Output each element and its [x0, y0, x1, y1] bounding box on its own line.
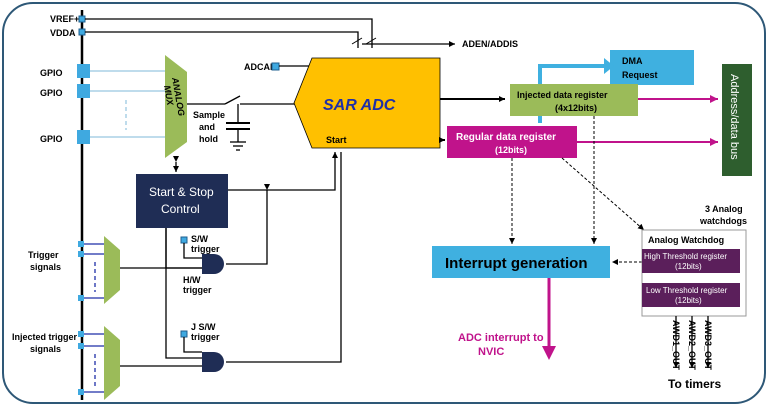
low-threshold-register — [642, 283, 740, 307]
address-bus-label: Address/data bus — [728, 74, 740, 160]
adcal-pad — [271, 62, 280, 71]
jsw-trigger-label-2: trigger — [191, 332, 220, 342]
hw-trigger-label-2: trigger — [183, 285, 212, 295]
sample-label-1: Sample — [193, 110, 225, 120]
trigger-signals-label-2: signals — [30, 262, 61, 272]
start-label: Start — [326, 135, 347, 145]
injected-register-label-1: Injected data register — [517, 90, 608, 100]
high-threshold-register — [642, 249, 740, 273]
sar-adc-label: SAR ADC — [323, 97, 396, 114]
dma-label-2: Request — [622, 70, 658, 80]
sw-trigger-label-1: S/W — [191, 234, 209, 244]
gpio-pad-3 — [77, 130, 90, 144]
trigger-pad-1 — [78, 241, 84, 247]
jsw-trigger-pad — [180, 330, 188, 338]
trigger-mux — [104, 236, 120, 304]
vdda-label: VDDA — [50, 28, 76, 38]
sample-label-3: hold — [199, 134, 218, 144]
injected-trigger-mux — [104, 326, 120, 400]
start-stop-label-1: Start & Stop — [149, 185, 214, 199]
regular-register-label-2: (12bits) — [495, 145, 527, 155]
vref-wire — [85, 18, 373, 48]
trigger-pad-3 — [78, 295, 84, 301]
vdda-wire — [85, 31, 359, 48]
awd1-label: AWD1_OUT — [671, 320, 681, 371]
analog-mux-label-2: MUX — [162, 85, 175, 107]
nvic-arrow-head — [542, 346, 556, 360]
adcal-label: ADCAL — [244, 62, 276, 72]
injected-data-register — [510, 84, 638, 116]
gpio-label-2: GPIO — [40, 88, 63, 98]
jsw-trigger-label-1: J S/W — [191, 322, 216, 332]
injected-register-label-2: (4x12bits) — [555, 103, 597, 113]
dma-request-box — [610, 50, 694, 85]
trigger-pad-2 — [78, 251, 84, 257]
vref-label: VREF+ — [50, 14, 79, 24]
injected-trigger-pad-3 — [78, 389, 84, 395]
regular-to-watchdog — [561, 157, 645, 231]
adc-interrupt-label-2: NVIC — [478, 346, 504, 358]
low-threshold-label-1: Low Threshold register — [646, 286, 728, 295]
interrupt-generation-box — [432, 246, 610, 278]
sample-switch — [224, 95, 241, 105]
aden-label: ADEN/ADDIS — [462, 39, 518, 49]
injected-trigger-pad-2 — [78, 343, 84, 349]
injected-trigger-label-2: signals — [30, 344, 61, 354]
and-gate-2 — [202, 352, 224, 372]
vdda-tick — [351, 37, 363, 45]
sar-adc-block — [293, 57, 441, 149]
vref-tick — [365, 37, 377, 45]
low-threshold-label-2: (12bits) — [675, 296, 702, 305]
high-threshold-label-1: High Threshold register — [644, 252, 727, 261]
gpio-pad-2 — [77, 84, 90, 98]
awd2-label: AWD2_OUT — [687, 320, 697, 371]
vdda-pad — [78, 28, 86, 36]
and-gate-1 — [202, 254, 224, 274]
regular-data-register — [447, 126, 577, 158]
sw-trigger-pad-wire — [183, 243, 202, 259]
dma-label-1: DMA — [622, 56, 643, 66]
start-stop-control — [136, 174, 228, 228]
sw-trigger-pad — [180, 236, 188, 244]
trigger-signals-label-1: Trigger — [28, 250, 59, 260]
gate1-to-control — [226, 184, 270, 265]
injected-trigger-label-1: Injected trigger — [12, 332, 78, 342]
gpio-pad-1 — [77, 64, 90, 78]
analog-mux — [165, 55, 187, 158]
address-data-bus — [722, 64, 752, 176]
regular-register-label-1: Regular data register — [456, 132, 556, 143]
gpio-label-1: GPIO — [40, 68, 63, 78]
interrupt-generation-label: Interrupt generation — [445, 255, 588, 272]
dma-arrow-head — [604, 58, 614, 74]
start-stop-label-2: Control — [161, 202, 200, 216]
watchdogs-label-1: 3 Analog — [705, 204, 743, 214]
gate2-to-adc-start — [226, 152, 342, 363]
injected-trigger-pad-1 — [78, 331, 84, 337]
analog-watchdog-label: Analog Watchdog — [648, 235, 724, 245]
to-timers-label: To timers — [668, 377, 721, 391]
adc-interrupt-label-1: ADC interrupt to — [458, 332, 544, 344]
control-to-adc-start — [228, 152, 338, 191]
jsw-trigger-wire — [165, 228, 202, 359]
sw-trigger-label-2: trigger — [191, 244, 220, 254]
jsw-trigger-pad-wire — [183, 337, 202, 353]
vref-pad — [78, 15, 86, 23]
gpio-label-3: GPIO — [40, 134, 63, 144]
high-threshold-label-2: (12bits) — [675, 262, 702, 271]
awd3-label: AWD3_OUT — [703, 320, 713, 371]
hw-trigger-label-1: H/W — [183, 275, 201, 285]
sample-label-2: and — [199, 122, 215, 132]
watchdogs-label-2: watchdogs — [699, 216, 747, 226]
